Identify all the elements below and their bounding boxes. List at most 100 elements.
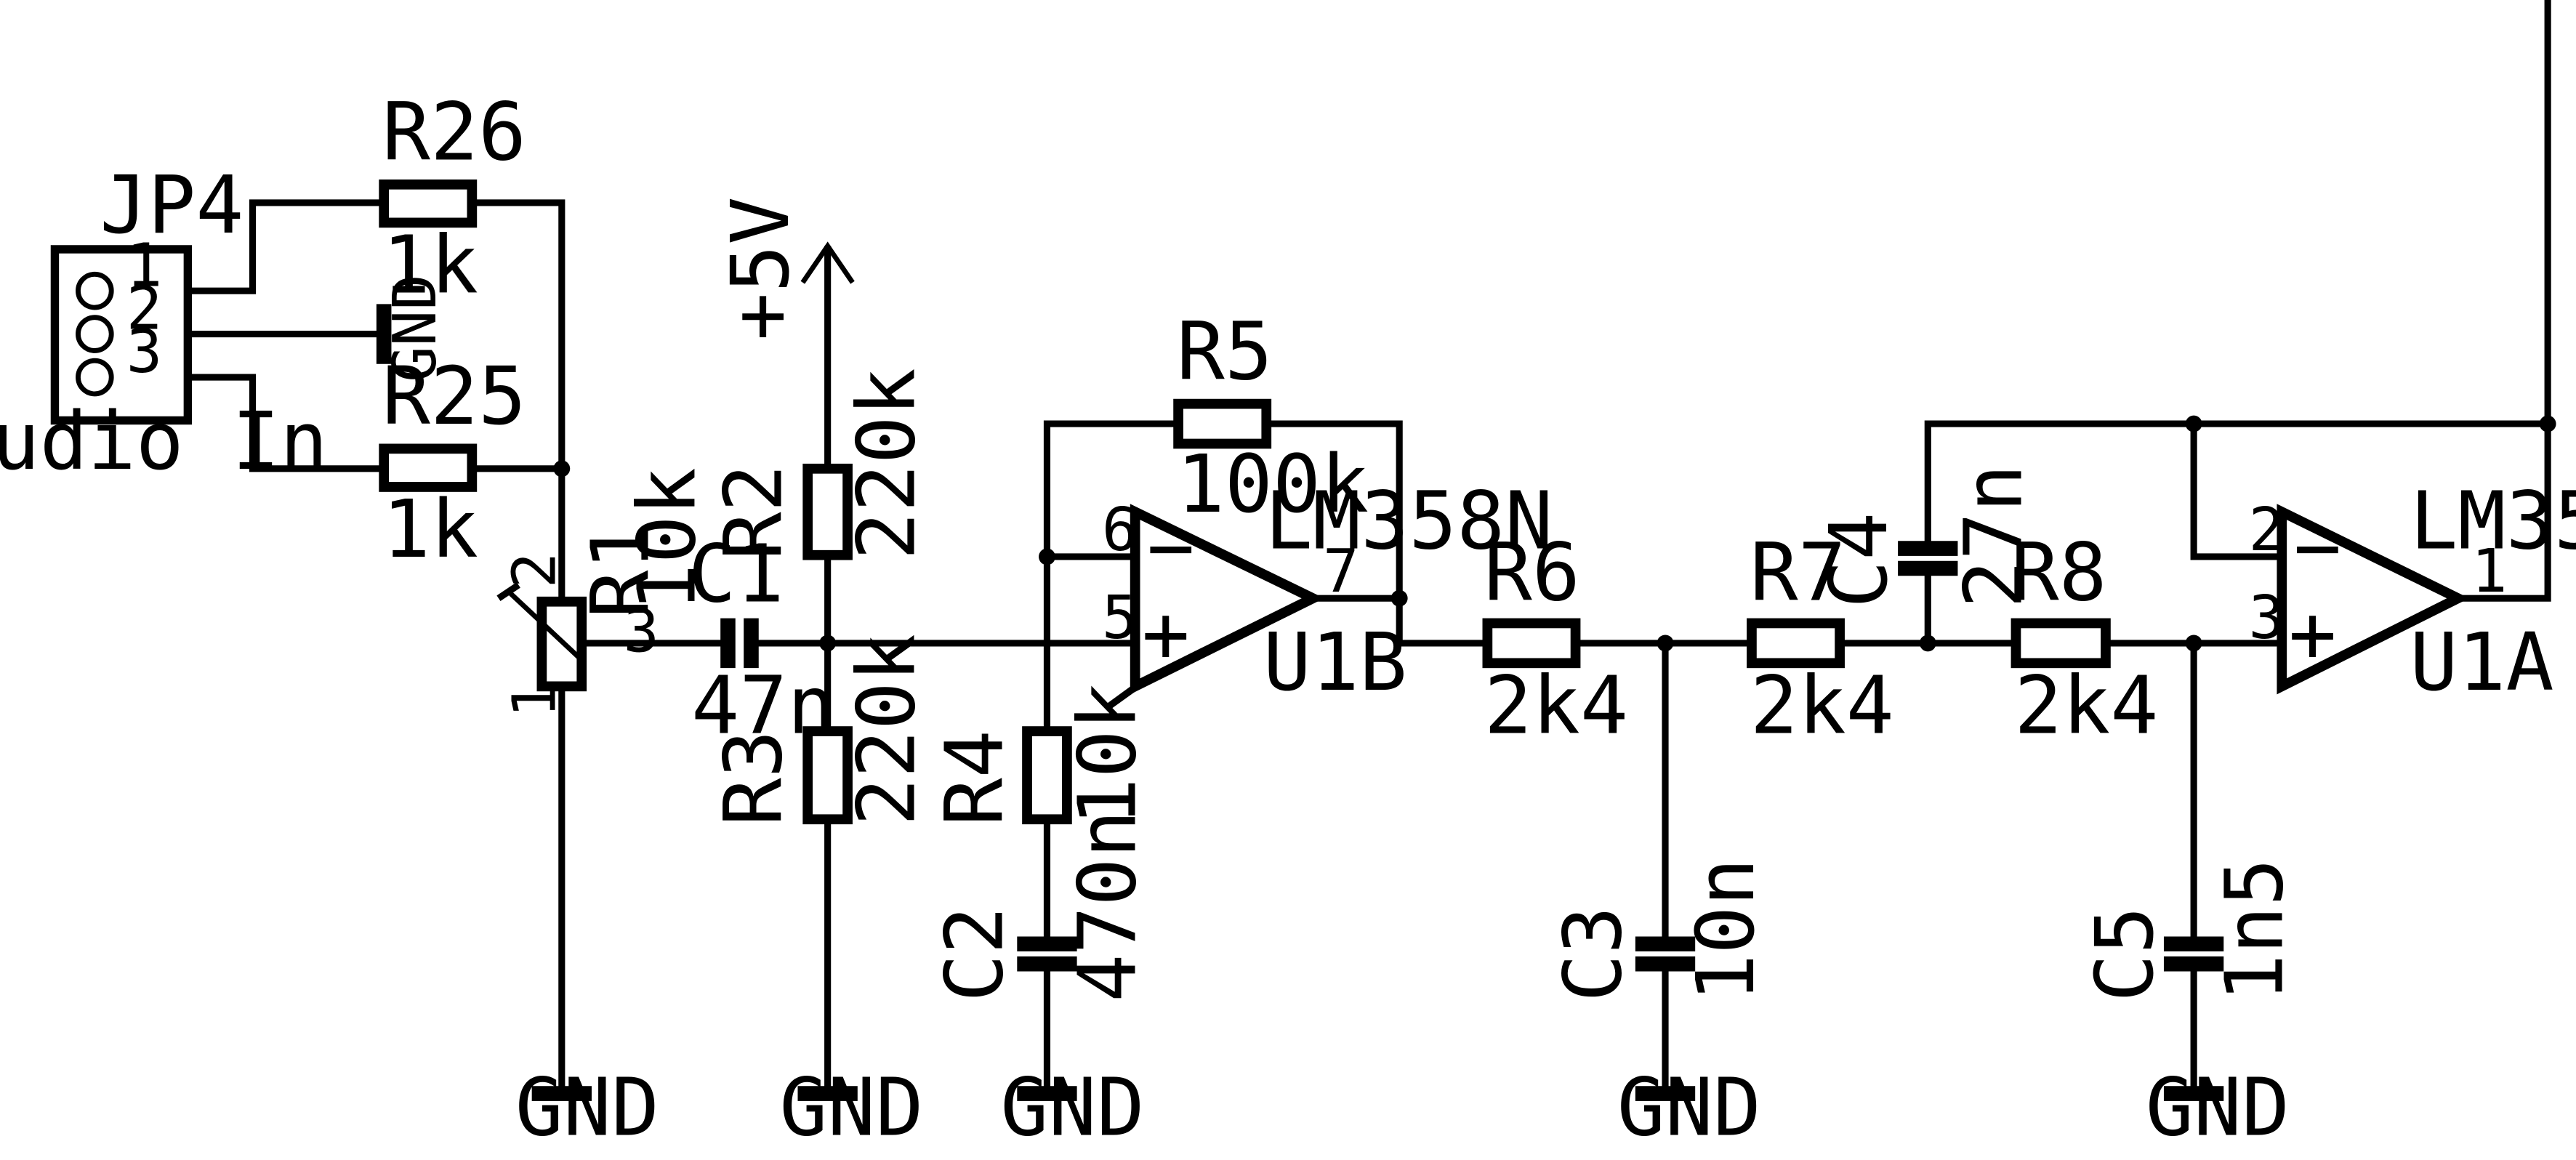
trim-arrow [507,589,587,665]
opamp-pin-label: 6 [1102,496,1138,565]
resistor-body [1747,618,1845,669]
capacitor-ref: C1 [688,528,784,621]
opamp-plus-sign: + [2288,587,2336,680]
opamp-pin-label: 1 [2471,537,2508,606]
junction-dot [2539,415,2556,432]
opamp-pin-label: 2 [2249,496,2285,565]
junction-dot [553,460,571,478]
capacitor-value: 10n [1679,858,1772,1002]
gnd-symbol-c2: GND [1000,1061,1144,1154]
resistor-r3: R3 220k [707,634,933,826]
gnd-symbol-jp4: GND [376,274,450,382]
potentiometer-ref: R1 [574,522,667,618]
gnd-symbol-r3: GND [779,1061,923,1154]
resistor-value: 220k [840,634,933,826]
resistor-r5: R5 100k [1173,305,1369,531]
connector-pin-3 [76,358,114,397]
gnd-label: GND [1617,1061,1761,1154]
gnd-label: GND [381,274,450,382]
opamp-triangle [2277,504,2470,695]
vcc-label: +5V [714,197,807,341]
resistor-value: 1k [382,483,478,576]
opamp-u1a: − + 2 3 1 LM358N U1A [2249,475,2576,709]
capacitor-ref: C4 [1812,512,1905,608]
opamp-part: LM358N [1265,475,1553,568]
capacitor-ref: C5 [2078,906,2171,1002]
gnd-label: GND [779,1061,923,1154]
connector-pin-label-1: 1 [126,231,163,300]
resistor-ref: R26 [382,86,526,179]
gnd-symbol-c3: GND [1617,1061,1761,1154]
connector-pin-2 [76,315,114,353]
opamp-pin-label: 3 [2249,584,2285,653]
resistor-r4: R4 10k [928,682,1154,826]
capacitor-value: 470n [1061,810,1154,1002]
junction-dot [2185,415,2202,432]
connector-label: udio In [0,395,328,488]
connector-jp4: 1 2 3 JP4 udio In [0,158,328,488]
capacitor-c2: C2 470n [928,810,1154,1002]
resistor-r8: R8 2k4 [2011,525,2159,752]
resistor-body [802,463,853,560]
resistor-r6: R6 2k4 [1482,525,1628,752]
capacitor-value: 27n [1947,464,2040,608]
resistor-value: 2k4 [2014,658,2158,752]
opamp-ref: U1B [1263,616,1407,709]
resistor-r26: R26 1k [379,86,526,311]
resistor-value: 2k4 [1484,658,1628,752]
capacitor-c5: C5 1n5 [2078,858,2301,1002]
gnd-label: GND [515,1061,659,1154]
junction-dot [2185,635,2202,652]
opamp-u1b: − + 6 5 7 LM358N U1B [1102,475,1553,709]
opamp-part: LM358N [2410,475,2576,568]
resistor-r7: R7 2k4 [1747,525,1894,752]
potentiometer-value: 10k [621,467,714,611]
connector-pin-label-3: 3 [126,318,163,387]
gnd-label: GND [1000,1061,1144,1154]
resistor-value: 10k [1061,682,1154,826]
junction-dot [1039,548,1055,565]
capacitor-c1: C1 47n [688,528,836,752]
resistor-ref: R3 [707,730,800,826]
opamp-plus-sign: + [1142,587,1190,680]
junction-dot [1657,635,1674,652]
junction-dot [1919,635,1936,652]
connector-ref: JP4 [100,158,243,251]
opamp-minus-sign: − [1147,501,1195,594]
resistor-ref: R5 [1177,305,1273,398]
gnd-symbol-pot: GND [515,1061,659,1154]
resistor-body [802,726,853,825]
opamp-ref: U1A [2410,616,2553,709]
connector-pin-1 [76,271,114,310]
vcc-arrow [800,241,855,284]
resistor-value: 1k [382,218,478,311]
connector-pin-label-2: 2 [126,275,163,344]
resistor-ref: R25 [382,350,526,443]
capacitor-ref: C2 [928,906,1021,1002]
opamp-triangle [1130,504,1324,695]
opamp-pin-label: 7 [1323,537,1359,606]
resistor-value: 100k [1177,438,1369,531]
resistor-ref: R2 [707,464,800,560]
resistor-body [1022,726,1072,825]
resistor-ref: R4 [928,730,1021,826]
opamp-pin-label: 5 [1102,584,1138,653]
resistor-body [2011,618,2111,669]
pot-pin-3: 3 [623,597,659,666]
opamp-minus-sign: − [2293,501,2341,594]
resistor-ref: R6 [1484,525,1580,619]
gnd-label: GND [2146,1061,2290,1154]
capacitor-value: 1n5 [2207,858,2301,1002]
capacitor-ref: C3 [1546,906,1639,1002]
capacitor-c4: C4 27n [1812,464,2040,608]
resistor-value: 220k [840,368,933,560]
resistor-ref: R8 [2011,525,2107,619]
power-vcc-symbol: +5V [714,197,855,341]
resistor-r25: R25 1k [379,350,526,576]
capacitor-c3: C3 10n [1546,858,1772,1002]
capacitor-value: 47n [691,658,835,752]
junction-dots [553,415,2556,652]
resistor-body [379,179,478,228]
resistor-body [1173,398,1272,449]
